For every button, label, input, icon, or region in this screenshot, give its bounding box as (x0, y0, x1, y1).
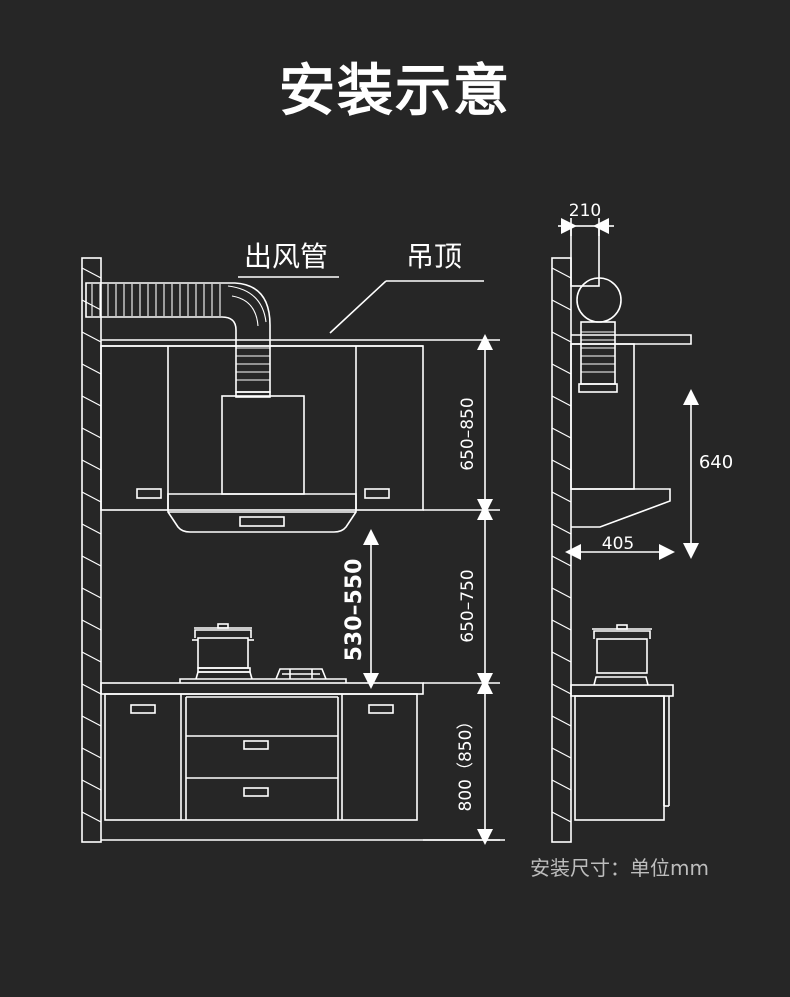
side-dimension-lines (558, 218, 699, 560)
countertop (100, 682, 424, 695)
cooking-pot (192, 623, 254, 669)
upper-cabinet (100, 345, 424, 511)
dim-hood-to-ceiling: 650–850 (458, 397, 478, 470)
duct-pipe (85, 282, 271, 393)
wall-left (81, 257, 102, 843)
dim-cabinet-gap: 650–750 (458, 569, 478, 642)
lower-cabinet (104, 693, 418, 821)
side-counter (570, 684, 674, 821)
page-title: 安装示意 (279, 59, 511, 124)
duct-label: 出风管 (244, 240, 328, 273)
side-range-hood (570, 343, 671, 528)
units-note: 安装尺寸：单位mm (530, 856, 709, 880)
dim-duct-width: 210 (569, 201, 601, 221)
range-hood (167, 391, 357, 533)
side-duct (570, 225, 622, 393)
wall-right (551, 257, 572, 843)
front-dimension-lines (363, 334, 500, 845)
ceiling-label: 吊顶 (406, 240, 462, 273)
dim-hood-depth: 405 (602, 534, 634, 554)
gas-stove (179, 667, 347, 683)
side-pot (592, 624, 652, 686)
dim-counter-height: 800（850） (456, 713, 476, 812)
dim-hood-to-stove: 530–550 (342, 559, 367, 662)
dim-hood-height: 640 (699, 452, 733, 473)
